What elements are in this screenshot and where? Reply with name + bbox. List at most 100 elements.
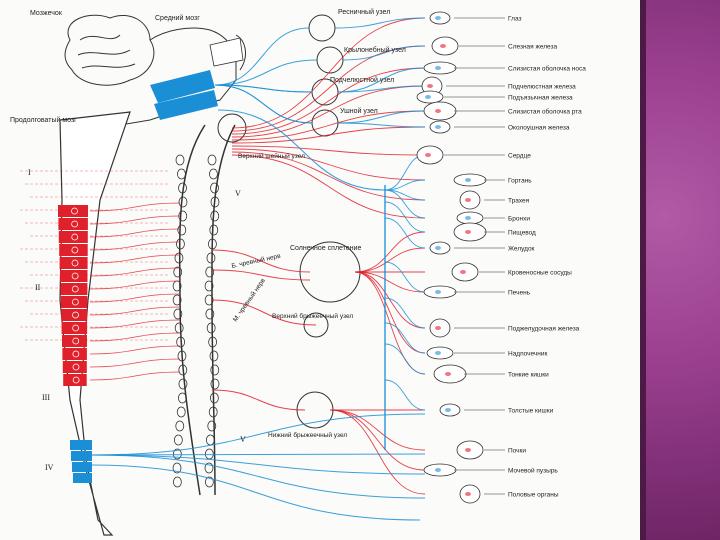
sympathetic-fiber	[89, 358, 181, 368]
parasympathetic-fiber	[214, 84, 313, 93]
spinal-segment-sympathetic	[62, 348, 87, 360]
organ-icon	[453, 222, 487, 242]
chain-ganglion	[208, 336, 218, 348]
organ-label: Почки	[508, 448, 526, 455]
organ-label: Бронхи	[508, 216, 530, 223]
sympathetic-fiber	[231, 126, 426, 144]
sidebar-edge	[640, 0, 646, 540]
organ-label: Толстые кишки	[508, 408, 554, 415]
parasympathetic-fiber	[384, 322, 426, 354]
sympathetic-fiber	[89, 228, 181, 238]
sympathetic-fiber	[211, 299, 317, 326]
sympathetic-fiber	[89, 280, 181, 290]
marker-I: I	[28, 168, 31, 177]
parasympathetic-fiber	[384, 217, 426, 249]
thoracolumbar-sympathetic-segments	[58, 205, 88, 386]
sympathetic-fiber	[89, 332, 181, 342]
submandibular-ganglion-label: Подчелюстной узел	[330, 76, 394, 84]
midbrain-label: Средний мозг	[155, 14, 200, 22]
organ-icon	[429, 241, 451, 255]
chain-ganglion	[210, 378, 220, 390]
organ-label: Половые органы	[508, 492, 559, 499]
neuron-body	[71, 220, 79, 228]
chain-ganglion	[210, 182, 219, 194]
chain-ganglia	[172, 154, 220, 488]
anatomy-plate: Мозжечок Средний мозг Продолговатый мозг…	[10, 8, 587, 536]
brain-outline	[64, 14, 247, 126]
pterygopalatine-ganglion-label: Крылонебный узел	[344, 46, 406, 54]
spinal-segment-sympathetic	[61, 322, 88, 334]
neuron-body	[71, 272, 79, 280]
organ-label: Слизистая оболочка рта	[508, 108, 582, 116]
neuron-body	[72, 363, 80, 371]
organ-label: Околоушная железа	[508, 125, 570, 132]
parasympathetic-fiber	[384, 189, 426, 219]
organ-label: Желудок	[508, 246, 535, 253]
chain-ganglion	[174, 322, 184, 334]
parasympathetic-fiber	[384, 379, 426, 411]
spinal-segment-sympathetic	[58, 231, 88, 243]
parasympathetic-fiber	[342, 45, 426, 61]
chain-ganglion	[206, 252, 216, 264]
organ-label: Глаз	[508, 16, 521, 23]
celiac-plexus-label: Солнечное сплетение	[290, 245, 361, 252]
chain-ganglion	[205, 434, 215, 446]
chain-ganglion	[208, 406, 218, 418]
sympathetic-fiber	[89, 254, 181, 264]
spinal-segment-sympathetic	[62, 335, 87, 347]
chain-ganglion	[177, 224, 187, 236]
parasympathetic-fiber	[91, 413, 426, 456]
chain-ganglion	[172, 448, 182, 460]
sympathetic-fiber	[211, 389, 306, 411]
chain-ganglion	[204, 462, 214, 474]
organ-icon	[423, 285, 457, 299]
otic-ganglion	[311, 109, 339, 137]
sympathetic-fiber	[231, 85, 426, 138]
organ-icon	[423, 463, 457, 477]
chain-ganglion	[172, 462, 182, 474]
medulla-label: Продолговатый мозг	[10, 116, 77, 124]
chain-ganglion	[177, 392, 187, 404]
organ-icon	[423, 61, 457, 75]
chain-ganglion	[173, 266, 183, 278]
chain-ganglion	[207, 420, 217, 432]
superior-mesenteric-ganglion-label: Верхний брыжеечный узел	[272, 312, 353, 320]
chain-ganglion	[205, 308, 215, 320]
organ-icon	[456, 440, 484, 460]
spinal-segment-parasympathetic	[73, 473, 92, 483]
parasympathetic-fiber	[214, 27, 310, 86]
chain-ganglion	[210, 210, 220, 222]
chain-ganglion	[204, 280, 214, 292]
parasympathetic-fiber	[91, 454, 426, 475]
marker-II: II	[35, 283, 41, 292]
sympathetic-fiber	[354, 231, 426, 273]
sympathetic-fiber	[329, 409, 426, 451]
sympathetic-fiber	[354, 247, 426, 273]
sympathetic-fiber	[329, 409, 426, 495]
neuron-body	[71, 259, 79, 267]
chain-ganglion	[208, 238, 217, 250]
neuron-body	[71, 298, 79, 306]
parasympathetic-fiber	[337, 85, 426, 93]
parasympathetic-fiber	[384, 179, 426, 191]
greater-splanchnic-label: Б. чревный нерв	[231, 252, 282, 270]
sympathetic-fiber	[89, 293, 181, 303]
parasympathetic-fiber	[384, 261, 426, 293]
sympathetic-fiber	[211, 249, 311, 273]
organ-icon	[453, 173, 487, 187]
spinal-segment-sympathetic	[63, 374, 87, 386]
parasympathetic-fiber	[214, 59, 318, 86]
lesser-splanchnic-label: М. чревный нерв	[231, 276, 267, 323]
organ-label: Подъязычная железа	[508, 95, 573, 102]
organ-label: Пищевод	[508, 230, 536, 237]
chain-marker-1: V	[235, 189, 241, 198]
sacral-parasympathetic-segments	[70, 440, 92, 483]
chain-ganglion	[177, 168, 186, 180]
neuron-body	[72, 337, 80, 345]
neuron-body	[71, 207, 78, 215]
spinal-segment-sympathetic	[58, 218, 88, 230]
chain-ganglion	[209, 392, 219, 404]
organ-icon	[423, 101, 457, 121]
chain-ganglion	[176, 336, 186, 348]
chain-ganglion	[176, 238, 185, 250]
